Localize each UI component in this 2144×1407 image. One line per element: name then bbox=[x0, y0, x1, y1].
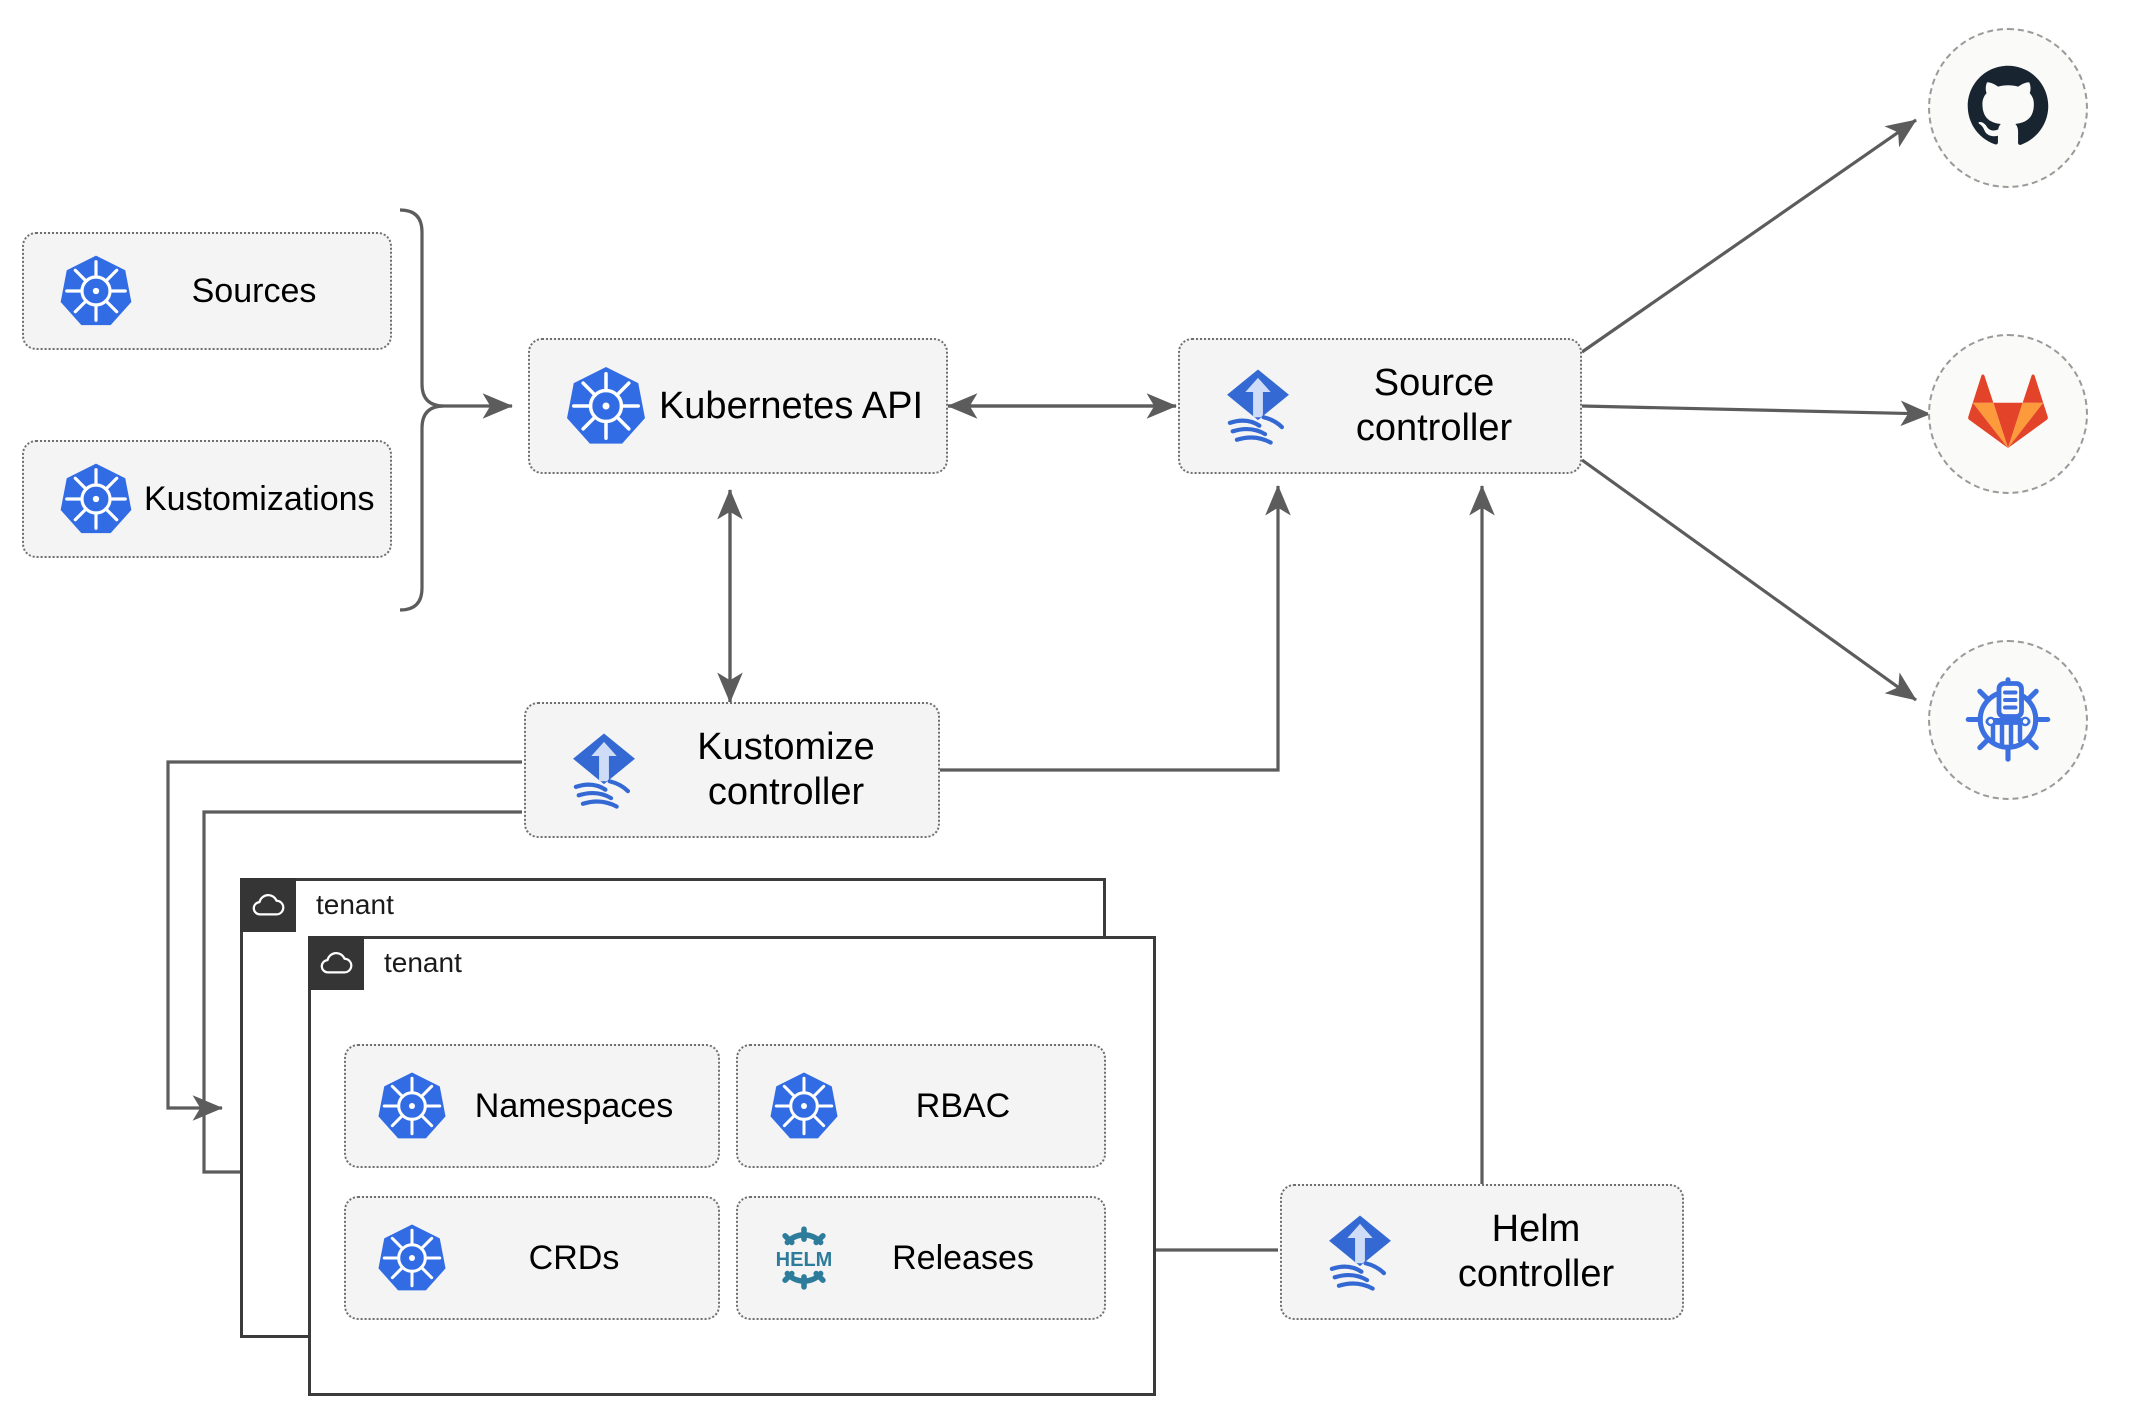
tenant-titlebar: tenant bbox=[308, 936, 462, 990]
tenant-label: tenant bbox=[384, 947, 462, 978]
tile-crds[interactable]: CRDs bbox=[344, 1196, 720, 1320]
node-label: Kustomize controller bbox=[697, 726, 875, 813]
gitlab-icon bbox=[1962, 366, 2054, 463]
node-kustomize-controller[interactable]: Kustomize controller bbox=[524, 702, 940, 838]
node-kubernetes-api[interactable]: Kubernetes API bbox=[528, 338, 948, 474]
helm-chart-icon bbox=[1960, 670, 2056, 771]
flux-icon bbox=[1308, 1207, 1412, 1297]
node-label: Helm controller bbox=[1457, 1208, 1615, 1295]
tile-releases[interactable]: HELM Releases bbox=[736, 1196, 1106, 1320]
tile-namespaces[interactable]: Namespaces bbox=[344, 1044, 720, 1168]
helm-icon: HELM bbox=[760, 1218, 848, 1298]
flux-icon bbox=[1206, 361, 1310, 451]
flux-icon bbox=[552, 725, 656, 815]
tile-label: Namespaces bbox=[474, 1086, 674, 1125]
provider-github[interactable] bbox=[1928, 28, 2088, 188]
node-label: Kubernetes API bbox=[658, 384, 924, 427]
node-helm-controller[interactable]: Helm controller bbox=[1280, 1184, 1684, 1320]
kubernetes-icon bbox=[368, 1069, 456, 1143]
node-sources[interactable]: Sources bbox=[22, 232, 392, 350]
tile-label: Releases bbox=[892, 1238, 1034, 1277]
tenant-label: tenant bbox=[316, 889, 394, 920]
kubernetes-icon bbox=[48, 252, 144, 330]
cloud-icon bbox=[240, 878, 296, 932]
tile-rbac[interactable]: RBAC bbox=[736, 1044, 1106, 1168]
node-label: Kustomizations bbox=[144, 479, 375, 518]
kubernetes-icon bbox=[368, 1221, 456, 1295]
svg-text:HELM: HELM bbox=[776, 1249, 833, 1271]
provider-helm-repository[interactable] bbox=[1928, 640, 2088, 800]
tile-label: RBAC bbox=[915, 1086, 1011, 1125]
node-label: Sources bbox=[191, 271, 317, 310]
node-label: Source controller bbox=[1355, 362, 1513, 449]
tile-label: CRDs bbox=[528, 1238, 620, 1277]
kubernetes-icon bbox=[760, 1069, 848, 1143]
provider-gitlab[interactable] bbox=[1928, 334, 2088, 494]
github-icon bbox=[1962, 60, 2054, 157]
node-kustomizations[interactable]: Kustomizations bbox=[22, 440, 392, 558]
kubernetes-icon bbox=[48, 460, 144, 538]
kubernetes-icon bbox=[554, 363, 658, 449]
tenant-titlebar: tenant bbox=[240, 878, 394, 932]
node-source-controller[interactable]: Source controller bbox=[1178, 338, 1582, 474]
cloud-icon bbox=[308, 936, 364, 990]
